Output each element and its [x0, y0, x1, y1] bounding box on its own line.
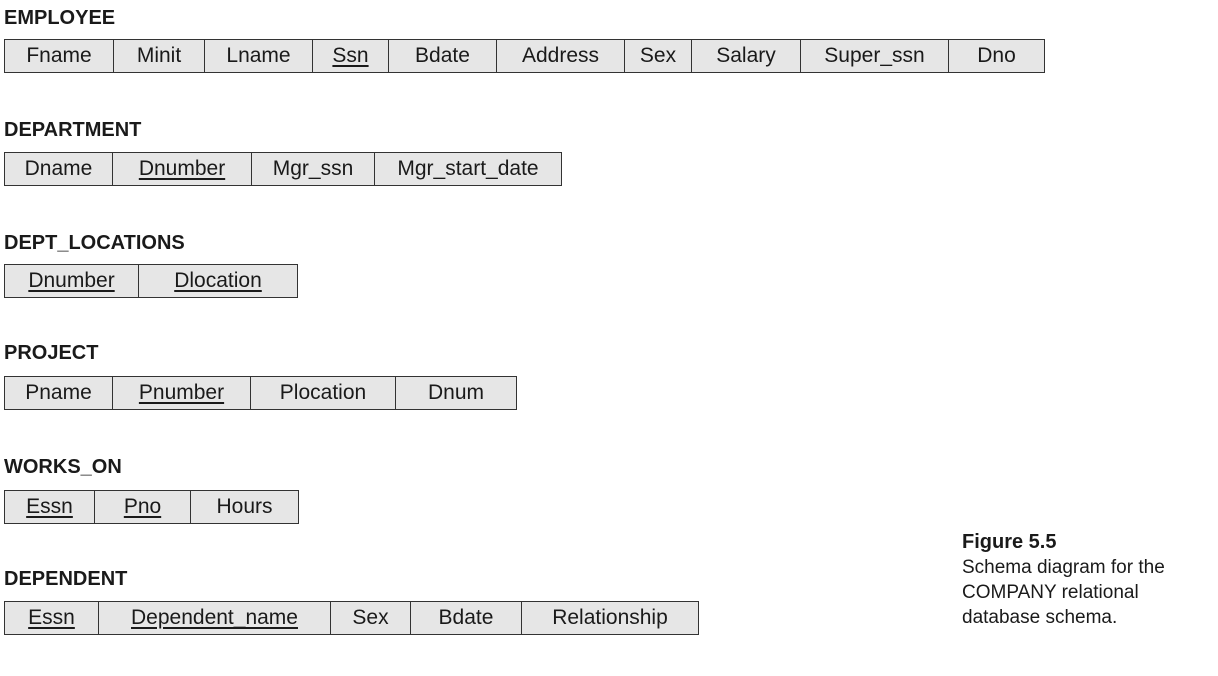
relation-table-department: Dname Dnumber Mgr_ssn Mgr_start_date — [4, 152, 562, 186]
attribute-label-address: Address — [521, 44, 600, 67]
attribute-label-dependent-name: Dependent_name — [131, 606, 298, 629]
relation-table-dept-locations: Dnumber Dlocation — [4, 264, 298, 298]
attribute-cell: Fname — [5, 40, 114, 72]
attribute-cell: Bdate — [411, 602, 522, 634]
attribute-cell: Mgr_start_date — [375, 153, 561, 185]
attribute-label-minit: Minit — [136, 44, 182, 67]
attribute-label-pno: Pno — [123, 495, 162, 518]
attribute-label-relationship: Relationship — [552, 606, 668, 629]
attribute-cell: Relationship — [522, 602, 698, 634]
relation-name-employee: EMPLOYEE — [4, 7, 116, 29]
attribute-cell: Sex — [625, 40, 692, 72]
relation-table-dependent: Essn Dependent_name Sex Bdate Relationship — [4, 601, 699, 635]
attribute-cell: Salary — [692, 40, 801, 72]
attribute-label-pname: Pname — [25, 381, 92, 404]
attribute-cell: Super_ssn — [801, 40, 949, 72]
attribute-label-dlocation: Dlocation — [174, 269, 262, 292]
key-attribute-cell: Essn — [5, 602, 99, 634]
attribute-label-bdate: Bdate — [438, 606, 494, 629]
key-attribute-cell: Pno — [95, 491, 191, 523]
relation-table-works-on: Essn Pno Hours — [4, 490, 299, 524]
attribute-cell: Bdate — [389, 40, 497, 72]
key-attribute-cell: Essn — [5, 491, 95, 523]
attribute-label-dno: Dno — [977, 44, 1016, 67]
key-attribute-cell: Dnumber — [5, 265, 139, 297]
attribute-label-super-ssn: Super_ssn — [824, 44, 925, 67]
relation-table-employee: Fname Minit Lname Ssn Bdate Address Sex Salary S… — [4, 39, 1045, 73]
attribute-label-sex: Sex — [639, 44, 677, 67]
relation-name-department: DEPARTMENT — [4, 119, 142, 141]
attribute-cell: Dno — [949, 40, 1044, 72]
attribute-cell: Mgr_ssn — [252, 153, 375, 185]
relation-name-works-on: WORKS_ON — [4, 456, 122, 478]
attribute-label-essn: Essn — [28, 606, 75, 629]
attribute-label-mgr-start-date: Mgr_start_date — [397, 157, 539, 180]
relation-name-project: PROJECT — [4, 342, 99, 364]
attribute-label-essn: Essn — [26, 495, 73, 518]
attribute-cell: Hours — [191, 491, 298, 523]
relation-name-dept-locations: DEPT_LOCATIONS — [4, 232, 185, 254]
key-attribute-cell: Pnumber — [113, 377, 251, 409]
attribute-label-bdate: Bdate — [415, 44, 470, 67]
attribute-cell: Dname — [5, 153, 113, 185]
figure-caption-title: Figure 5.5 — [962, 531, 1057, 553]
attribute-label-lname: Lname — [226, 44, 291, 67]
figure-caption: Figure 5.5 Schema diagram for the COMPAN… — [962, 530, 1214, 630]
attribute-label-sex: Sex — [352, 606, 389, 629]
attribute-cell: Dnum — [396, 377, 516, 409]
attribute-label-pnumber: Pnumber — [138, 381, 225, 404]
attribute-cell: Minit — [114, 40, 205, 72]
attribute-cell: Address — [497, 40, 625, 72]
attribute-label-ssn: Ssn — [332, 44, 369, 67]
attribute-cell: Pname — [5, 377, 113, 409]
attribute-label-salary: Salary — [716, 44, 776, 67]
figure-caption-text: Schema diagram for the COMPANY relationa… — [962, 557, 1165, 628]
key-attribute-cell: Dependent_name — [99, 602, 331, 634]
attribute-label-fname: Fname — [26, 44, 92, 67]
attribute-label-mgr-ssn: Mgr_ssn — [272, 157, 354, 180]
relation-table-project: Pname Pnumber Plocation Dnum — [4, 376, 517, 410]
attribute-label-dnum: Dnum — [427, 381, 485, 404]
attribute-cell: Sex — [331, 602, 411, 634]
attribute-label-dnumber: Dnumber — [28, 269, 115, 292]
attribute-cell: Plocation — [251, 377, 396, 409]
key-attribute-cell: Ssn — [313, 40, 389, 72]
key-attribute-cell: Dlocation — [139, 265, 297, 297]
attribute-cell: Lname — [205, 40, 313, 72]
attribute-label-hours: Hours — [216, 495, 273, 518]
attribute-label-plocation: Plocation — [279, 381, 367, 404]
relation-name-dependent: DEPENDENT — [4, 568, 128, 590]
attribute-label-dnumber: Dnumber — [138, 157, 226, 180]
key-attribute-cell: Dnumber — [113, 153, 252, 185]
attribute-label-dname: Dname — [24, 157, 93, 180]
